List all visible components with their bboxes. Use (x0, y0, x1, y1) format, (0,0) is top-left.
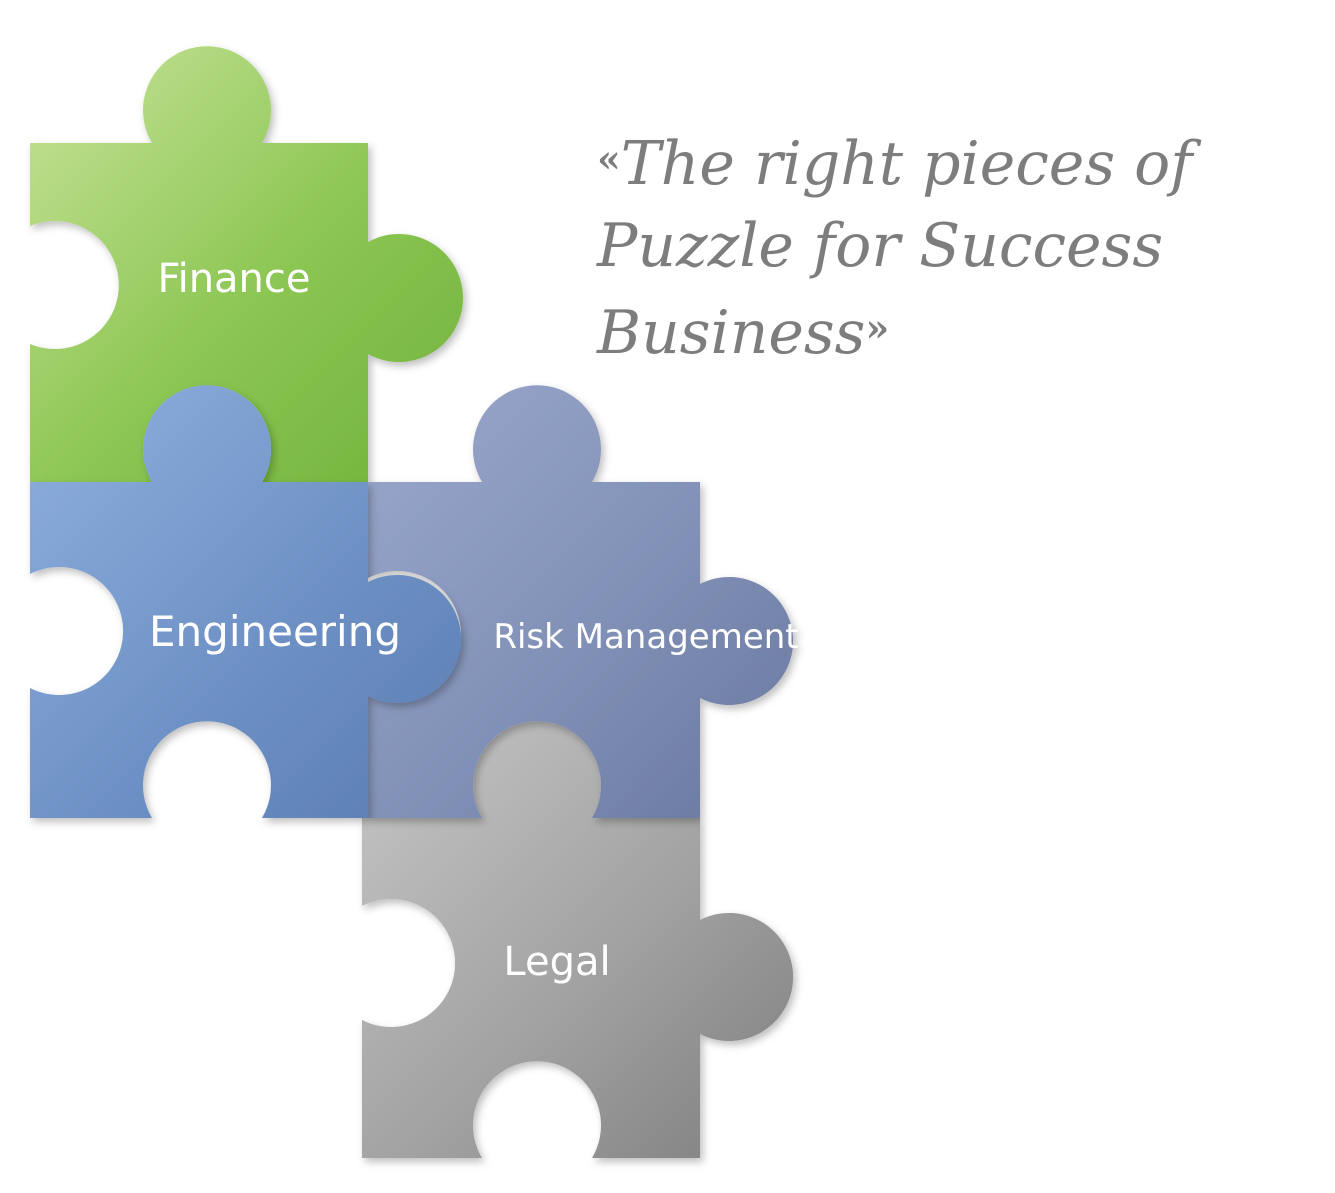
engineering-label: Engineering (149, 607, 401, 656)
quote-line-2: Puzzle for Success (597, 211, 1164, 281)
piece-finance: Finance (30, 46, 463, 483)
legal-piece-shape (362, 721, 794, 1158)
legal-label: Legal (503, 939, 610, 985)
risk-piece-shape (368, 385, 794, 818)
finance-label: Finance (157, 256, 310, 302)
quote-close-mark: » (865, 305, 890, 350)
quote-line-3: Business» (597, 287, 1297, 374)
piece-risk-management: Risk Management (368, 385, 799, 818)
engineering-piece-shape (30, 385, 462, 818)
piece-engineering: Engineering (30, 385, 462, 818)
quote-line-1: «The right pieces of (597, 118, 1297, 205)
piece-legal: Legal (362, 721, 794, 1158)
finance-piece-shape (30, 46, 463, 483)
quote-text: «The right pieces of Puzzle for Success … (597, 118, 1297, 374)
risk-label: Risk Management (493, 617, 798, 657)
quote-line-3-text: Business (597, 298, 866, 368)
quote-open-mark: « (597, 136, 621, 181)
quote-line-1-text: The right pieces of (620, 129, 1193, 199)
